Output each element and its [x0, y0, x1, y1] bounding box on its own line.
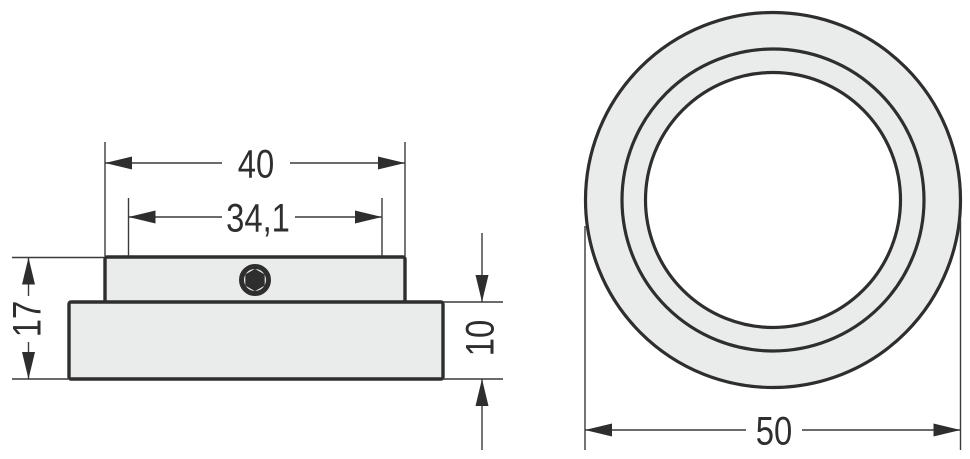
arrowhead-left: [585, 423, 612, 437]
dim-outer-diameter: 50: [584, 220, 962, 454]
arrowhead-left: [105, 156, 132, 170]
dim-total-height-label: 17: [5, 301, 50, 337]
dim-outer-diameter-label: 50: [756, 409, 792, 454]
arrowhead-left: [128, 210, 156, 224]
base-rect: [67, 300, 445, 381]
arrowhead-top: [22, 257, 35, 285]
arrowhead-down: [475, 275, 489, 302]
dim-base-height: 10: [443, 233, 503, 450]
set-screw-hex-socket-icon: [245, 269, 265, 291]
dim-socket-width: 34,1: [127, 196, 383, 256]
middle-circle: [620, 47, 926, 353]
dim-collar-width-label: 40: [238, 142, 274, 187]
arrowhead-bottom: [22, 352, 35, 379]
front-view: 50: [583, 10, 963, 454]
side-view: 40 34,1 17: [5, 142, 503, 450]
dim-base-height-label: 10: [458, 320, 503, 356]
dim-collar-width: 40: [104, 142, 406, 256]
dim-total-height: 17: [5, 256, 104, 380]
arrowhead-right: [933, 423, 961, 437]
bore-circle: [643, 70, 903, 330]
dim-socket-width-label: 34,1: [226, 196, 290, 241]
arrowhead-up: [475, 379, 489, 406]
arrowhead-right: [355, 210, 382, 224]
arrowhead-right: [378, 156, 405, 170]
